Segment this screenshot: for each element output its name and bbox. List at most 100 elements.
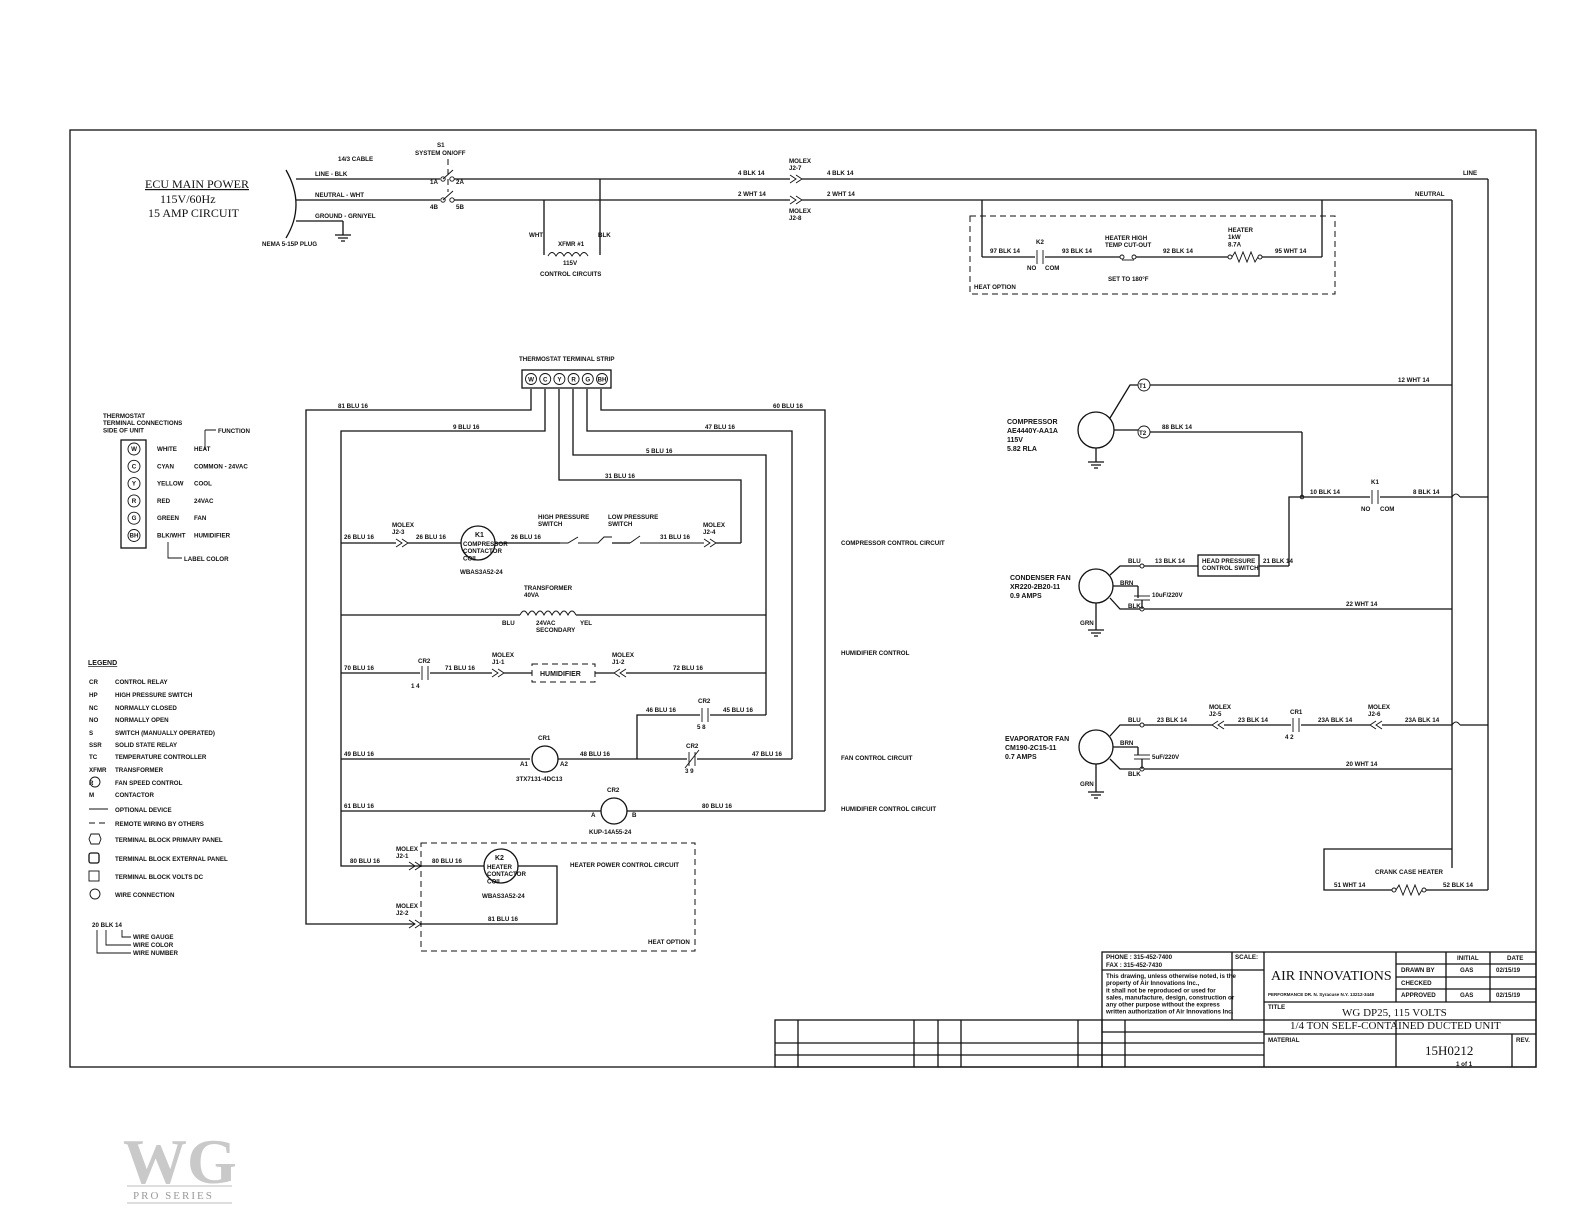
svg-text:XR220-2B20-11: XR220-2B20-11 <box>1010 584 1060 591</box>
terminal-label: BH <box>598 377 607 384</box>
svg-text:COMPRESSOR: COMPRESSOR <box>1007 419 1058 426</box>
svg-text:71 BLU 16: 71 BLU 16 <box>445 665 475 672</box>
svg-text:45 BLU 16: 45 BLU 16 <box>723 707 753 714</box>
legend-value: FAN SPEED CONTROL <box>115 780 183 787</box>
sheet-border <box>69 129 1537 1068</box>
legend-value: SOLID STATE RELAY <box>115 742 178 749</box>
svg-text:81 BLU 16: 81 BLU 16 <box>488 916 518 923</box>
svg-text:5.82 RLA: 5.82 RLA <box>1007 446 1037 453</box>
svg-text:HUMIDIFIER CONTROL: HUMIDIFIER CONTROL <box>841 650 910 657</box>
svg-text:20 WHT 14: 20 WHT 14 <box>1346 761 1378 768</box>
molex-connector-icon <box>395 538 409 548</box>
side-color: YELLOW <box>157 481 184 488</box>
svg-text:K2: K2 <box>1036 239 1044 246</box>
svg-text:1A: 1A <box>430 179 438 186</box>
svg-text:23A BLK 14: 23A BLK 14 <box>1318 717 1353 724</box>
svg-text:T2: T2 <box>1139 430 1147 437</box>
crankcase-heater-icon <box>1395 883 1423 897</box>
svg-text:AE4440Y-AA1A: AE4440Y-AA1A <box>1007 428 1058 435</box>
svg-text:5uF/220V: 5uF/220V <box>1152 754 1180 761</box>
terminal-label: C <box>543 377 548 384</box>
side-terminal <box>127 494 141 508</box>
svg-text:BLK: BLK <box>1128 771 1141 778</box>
ground-icon <box>1088 629 1104 637</box>
svg-text:BLU: BLU <box>502 620 515 627</box>
terminal-primary-icon <box>88 833 102 845</box>
legend-key: S <box>89 730 93 737</box>
terminal-dc-icon <box>88 870 100 882</box>
side-terminal-label: W <box>131 446 137 453</box>
svg-text:23 BLK 14: 23 BLK 14 <box>1238 717 1268 724</box>
svg-text:26 BLU 16: 26 BLU 16 <box>511 534 541 541</box>
svg-text:DATE: DATE <box>1507 955 1523 962</box>
svg-text:13 BLK 14: 13 BLK 14 <box>1155 558 1185 565</box>
legend-value: TERMINAL BLOCK EXTERNAL PANEL <box>115 856 228 863</box>
svg-text:72 BLU 16: 72 BLU 16 <box>673 665 703 672</box>
svg-text:2 WHT 14: 2 WHT 14 <box>827 191 855 198</box>
svg-text:4 BLK 14: 4 BLK 14 <box>738 170 765 177</box>
wg-pro-series-logo: WG PRO SERIES <box>123 1126 237 1204</box>
drawing-number: 15H0212 <box>1425 1043 1473 1058</box>
side-terminal <box>127 511 141 525</box>
title-block: PHONE : 315-452-7400 FAX : 315-452-7430 … <box>774 951 1537 1068</box>
svg-text:0.9 AMPS: 0.9 AMPS <box>1010 593 1042 600</box>
side-terminal-label: R <box>132 498 137 505</box>
scale-label: SCALE: <box>1235 954 1258 961</box>
side-color: CYAN <box>157 463 174 470</box>
fax: FAX : 315-452-7430 <box>1106 962 1163 969</box>
legend-value: NORMALLY CLOSED <box>115 705 177 712</box>
svg-text:WBAS3A52-24: WBAS3A52-24 <box>460 569 503 576</box>
low-pressure-switch-icon <box>629 535 704 544</box>
svg-text:INITIAL: INITIAL <box>1457 955 1479 962</box>
svg-text:LEGEND: LEGEND <box>88 660 117 667</box>
svg-text:CONTROL CIRCUITS: CONTROL CIRCUITS <box>540 271 601 278</box>
svg-text:K1: K1 <box>1371 479 1379 486</box>
svg-text:51 WHT 14: 51 WHT 14 <box>1334 882 1366 889</box>
svg-text:81 BLU 16: 81 BLU 16 <box>338 403 368 410</box>
power-voltage: 115V/60Hz <box>160 192 216 206</box>
legend-value: TRANSFORMER <box>115 767 164 774</box>
svg-text:22 WHT 14: 22 WHT 14 <box>1346 601 1378 608</box>
svg-text:A2: A2 <box>560 761 568 768</box>
transformer-coil-icon <box>519 610 577 617</box>
svg-text:MATERIAL: MATERIAL <box>1268 1037 1300 1044</box>
svg-text:02/15/19: 02/15/19 <box>1496 967 1521 974</box>
svg-text:THERMOSTAT TERMINAL STRIP: THERMOSTAT TERMINAL STRIP <box>519 356 615 363</box>
terminal-w <box>525 373 537 385</box>
svg-text:LABEL COLOR: LABEL COLOR <box>184 556 229 563</box>
legend-key: TC <box>89 754 98 761</box>
side-color: RED <box>157 498 171 505</box>
drawing-title-1: WG DP25, 115 VOLTS <box>1342 1007 1447 1019</box>
svg-text:31 BLU 16: 31 BLU 16 <box>660 534 690 541</box>
svg-text:47 BLU 16: 47 BLU 16 <box>705 424 735 431</box>
molex-connector-icon <box>613 668 627 678</box>
svg-text:92 BLK 14: 92 BLK 14 <box>1163 248 1193 255</box>
logo-sub: PRO SERIES <box>133 1190 214 1202</box>
svg-text:80 BLU 16: 80 BLU 16 <box>350 858 380 865</box>
svg-text:CR2: CR2 <box>686 743 699 750</box>
phone: PHONE : 315-452-7400 <box>1106 954 1173 961</box>
svg-text:0.7 AMPS: 0.7 AMPS <box>1005 754 1037 761</box>
side-terminal-label: Y <box>132 481 137 488</box>
legend-value: SWITCH (MANUALLY OPERATED) <box>115 730 215 737</box>
legend-value: WIRE CONNECTION <box>115 892 175 899</box>
svg-text:80 BLU 16: 80 BLU 16 <box>702 803 732 810</box>
svg-text:5 BLU 16: 5 BLU 16 <box>646 448 673 455</box>
svg-text:HUMIDIFIER CONTROL CIRCUIT: HUMIDIFIER CONTROL CIRCUIT <box>841 806 936 813</box>
svg-text:COM: COM <box>1045 265 1059 272</box>
svg-text:52 BLK 14: 52 BLK 14 <box>1443 882 1473 889</box>
side-function: HEAT <box>194 446 211 453</box>
legend-key: CR <box>89 679 98 686</box>
sheet-number: 1 of 1 <box>1456 1061 1473 1068</box>
side-color: WHITE <box>157 446 177 453</box>
side-function: FAN <box>194 515 207 522</box>
svg-text:CR2: CR2 <box>698 698 711 705</box>
svg-text:31 BLU 16: 31 BLU 16 <box>605 473 635 480</box>
